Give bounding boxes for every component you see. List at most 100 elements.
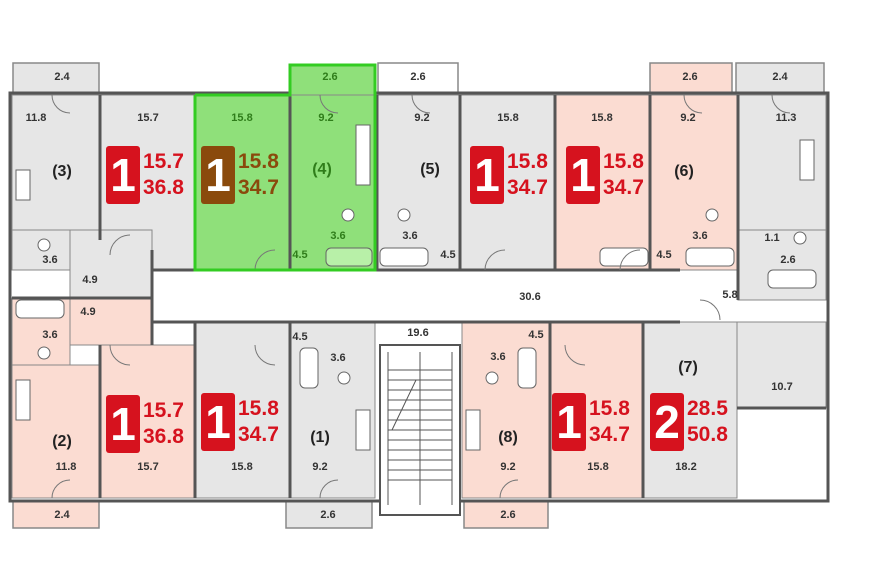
room-area: 3.6 (330, 352, 346, 364)
apartment-number[interactable]: (7) (678, 359, 698, 376)
bathtub (767, 269, 817, 289)
room-area: 9.2 (312, 461, 328, 473)
room[interactable] (376, 94, 461, 271)
toilet (341, 208, 355, 222)
room-area: 11.3 (775, 112, 797, 124)
balconies (12, 62, 825, 529)
toilet (705, 208, 719, 222)
fixtures (15, 124, 817, 451)
rooms-count: 1 (552, 393, 586, 451)
room-area: 11.8 (55, 461, 77, 473)
total-area: 34.7 (507, 176, 548, 199)
total-area: 34.7 (238, 176, 279, 199)
balcony[interactable] (12, 62, 100, 94)
room-area: 15.8 (231, 461, 253, 473)
room-area: 15.7 (137, 461, 159, 473)
apartment-badge[interactable]: 1 15.7 36.8 (106, 146, 184, 204)
apartment-number[interactable]: (8) (498, 429, 518, 446)
apartment-badge[interactable]: 1 15.8 34.7 (470, 146, 548, 204)
room-area: 10.7 (771, 381, 793, 393)
rooms-count: 1 (201, 146, 235, 204)
room-area: 15.8 (587, 461, 609, 473)
total-area: 36.8 (143, 425, 184, 448)
room[interactable] (642, 321, 738, 499)
total-area: 36.8 (143, 176, 184, 199)
living-area: 15.8 (507, 150, 548, 173)
corridor-area: 30.6 (519, 291, 541, 303)
room[interactable] (736, 321, 827, 409)
rooms-count: 2 (650, 393, 684, 451)
room-area: 2.4 (54, 509, 70, 521)
rooms-count: 1 (106, 146, 140, 204)
room-area: 3.6 (490, 351, 506, 363)
balcony[interactable] (735, 62, 825, 94)
room-area: 3.6 (330, 230, 346, 242)
selected-outline (193, 63, 377, 272)
room-area: 3.6 (402, 230, 418, 242)
living-area: 15.7 (143, 150, 184, 173)
rooms-count: 1 (470, 146, 504, 204)
apartment-badge[interactable]: 1 15.7 36.8 (106, 395, 184, 453)
toilet (485, 371, 499, 385)
apartment-number[interactable]: (2) (52, 433, 72, 450)
rooms-count: 1 (201, 393, 235, 451)
apartment-badge[interactable]: 1 15.8 34.7 (201, 393, 279, 451)
room-area: 4.9 (82, 274, 98, 286)
stair-treads (387, 352, 453, 505)
room-area: 4.5 (656, 249, 672, 261)
balcony[interactable] (463, 497, 549, 529)
total-area: 34.7 (238, 423, 279, 446)
apartment-number[interactable]: (6) (674, 163, 694, 180)
toilet (793, 231, 807, 245)
room-area: 18.2 (675, 461, 697, 473)
stove (465, 409, 481, 451)
room-area: 9.2 (318, 112, 334, 124)
room-area: 4.9 (80, 306, 96, 318)
bathtub (599, 247, 649, 267)
room-area: 5.8 (722, 289, 738, 301)
total-area: 50.8 (687, 423, 728, 446)
stove (799, 139, 815, 181)
apartment-number[interactable]: (4) (312, 161, 332, 178)
apartment-badge[interactable]: 1 15.8 34.7 (552, 393, 630, 451)
living-area: 15.8 (238, 397, 279, 420)
balcony[interactable] (12, 497, 100, 529)
toilet (37, 346, 51, 360)
room-area: 2.6 (682, 71, 698, 83)
living-area: 15.8 (589, 397, 630, 420)
room-area: 4.5 (292, 249, 308, 261)
room-area: 15.8 (231, 112, 253, 124)
room-area: 4.5 (528, 329, 544, 341)
room-area: 2.6 (320, 509, 336, 521)
living-area: 15.8 (603, 150, 644, 173)
living-area: 28.5 (687, 397, 728, 420)
apartment-badge[interactable]: 2 28.5 50.8 (650, 393, 728, 451)
room-area: 3.6 (42, 329, 58, 341)
room-area: 3.6 (42, 254, 58, 266)
room[interactable] (69, 229, 153, 301)
balcony[interactable] (285, 497, 373, 529)
room-area: 4.5 (292, 331, 308, 343)
room-area: 9.2 (680, 112, 696, 124)
stove (355, 124, 371, 186)
rooms-count: 1 (106, 395, 140, 453)
toilet (397, 208, 411, 222)
room-area: 1.1 (764, 232, 780, 244)
total-area: 34.7 (603, 176, 644, 199)
apartment-number[interactable]: (3) (52, 163, 72, 180)
living-area: 15.7 (143, 399, 184, 422)
bathtub (15, 299, 65, 319)
toilet (37, 238, 51, 252)
room-area: 2.6 (410, 71, 426, 83)
room-area: 15.8 (497, 112, 519, 124)
room-area: 15.7 (137, 112, 159, 124)
total-area: 34.7 (589, 423, 630, 446)
apartment-number[interactable]: (1) (310, 429, 330, 446)
bathtub (685, 247, 735, 267)
apartment-number[interactable]: (5) (420, 161, 440, 178)
room-area: 2.6 (500, 509, 516, 521)
